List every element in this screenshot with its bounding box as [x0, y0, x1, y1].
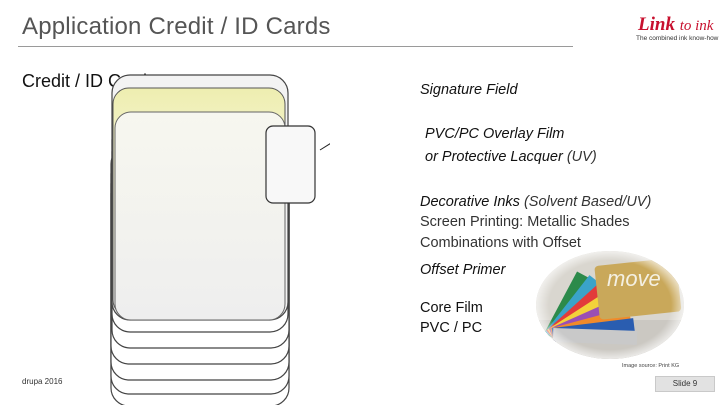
label-decorative-inks: Decorative Inks (Solvent Based/UV): [420, 194, 652, 210]
label-signature-field: Signature Field: [420, 82, 518, 98]
brand-logo: Link to ink The combined ink know-how: [630, 14, 718, 48]
logo-tagline: The combined ink know-how: [636, 35, 719, 42]
label-core-film: Core Film: [420, 300, 483, 316]
label-core-material: PVC / PC: [420, 320, 483, 336]
label-offset-primer: Offset Primer: [420, 262, 506, 278]
card-fan-photo: move: [536, 251, 684, 359]
card-layer-surface: [114, 111, 286, 321]
callout-signature: [319, 143, 330, 151]
card-layer-stack: [110, 74, 330, 405]
label-offset-combinations: Combinations with Offset: [420, 235, 581, 251]
label-screen-printing: Screen Printing: Metallic Shades: [420, 214, 630, 230]
label-overlay-film: PVC/PC Overlay Film: [425, 126, 565, 142]
signature-field-patch: [265, 125, 316, 204]
slide-number-badge: Slide 9: [655, 376, 715, 392]
title-divider: [18, 46, 573, 47]
page-title: Application Credit / ID Cards: [22, 13, 331, 40]
footer-event: drupa 2016: [22, 377, 63, 386]
image-credit: Image source: Print KG: [622, 363, 680, 369]
logo-wordmark: Link to ink: [638, 14, 714, 35]
label-protective-lacquer: or Protective Lacquer (UV): [425, 149, 597, 165]
